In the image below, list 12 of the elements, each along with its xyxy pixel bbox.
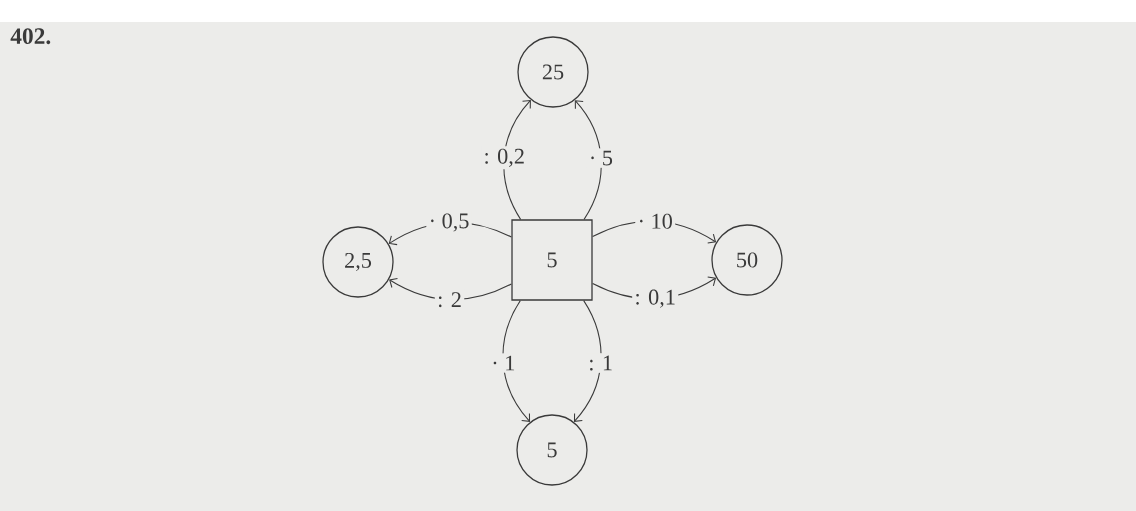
exercise-number: 402. <box>10 28 51 45</box>
edge-label: : 0,2 <box>481 146 528 170</box>
edge-label: · 1 <box>488 353 518 373</box>
edge-label: : 0,1 <box>632 287 679 311</box>
number-box: 5 <box>511 219 593 301</box>
edge-label: · 10 <box>635 211 676 232</box>
edge-label: · 5 <box>586 148 616 168</box>
arrow <box>502 300 531 422</box>
edge-label: · 0,5 <box>426 211 472 234</box>
arrow <box>573 300 602 422</box>
edge-label: : 1 <box>585 353 616 373</box>
arrow <box>574 100 602 220</box>
